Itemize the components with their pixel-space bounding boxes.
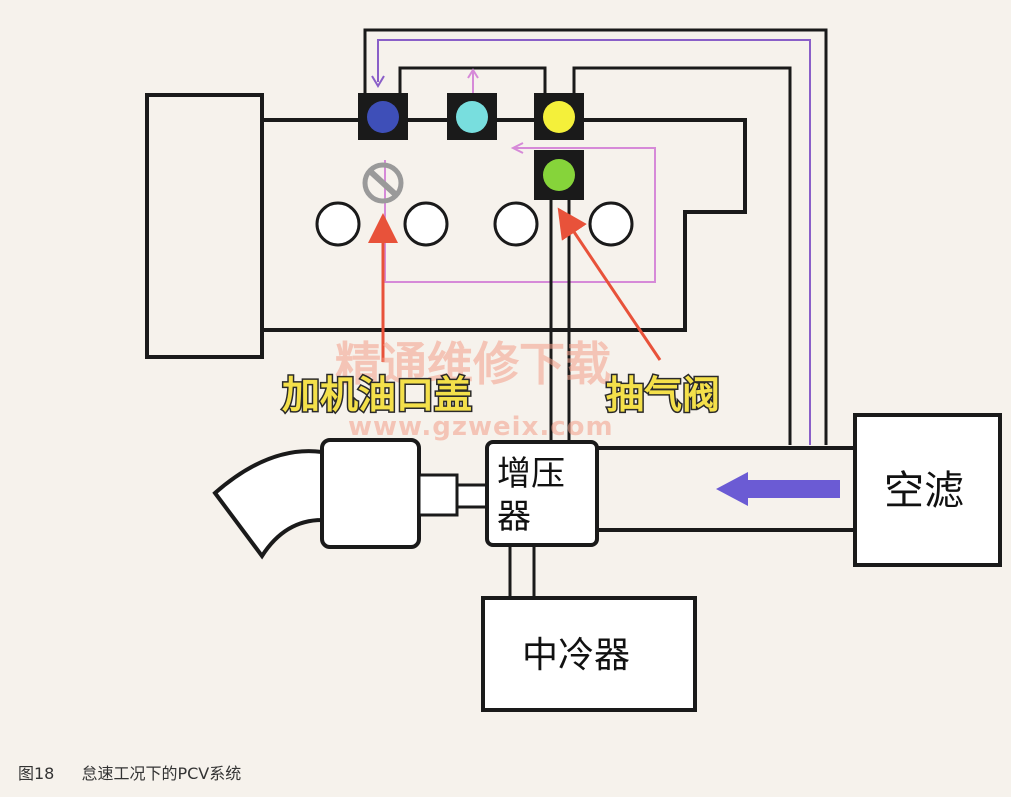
figure-title: 怠速工况下的PCV系统 bbox=[81, 764, 242, 783]
air-filter-box bbox=[853, 413, 1002, 567]
purple-flow-line bbox=[377, 39, 811, 445]
figure-number: 图18 bbox=[18, 764, 55, 783]
oil-cap-icon bbox=[362, 162, 404, 204]
exhaust-elbow bbox=[212, 449, 324, 560]
turbocharger-label-1: 增压 bbox=[497, 454, 565, 494]
valve-green bbox=[534, 150, 584, 200]
intercooler-pipe bbox=[508, 545, 536, 598]
pointer-purge-valve bbox=[557, 207, 662, 361]
return-pipe-right bbox=[572, 66, 792, 445]
cylinder-3 bbox=[493, 201, 539, 247]
pink-up-arrow bbox=[467, 68, 479, 95]
turbo-shaft-2 bbox=[455, 483, 489, 509]
pcv-diagram: 精通维修下载 www.gzweix.com 加机油口盖 抽气阀 增压 器 空滤 … bbox=[145, 28, 1002, 712]
pink-flow-arrowhead bbox=[510, 142, 524, 154]
watermark-text: 精通维修下载 bbox=[335, 337, 611, 391]
engine-block-body bbox=[262, 118, 747, 332]
intake-flow-arrow bbox=[716, 472, 840, 506]
cylinder-4 bbox=[588, 201, 634, 247]
exhaust-box bbox=[320, 438, 421, 549]
turbo-shaft bbox=[417, 473, 459, 517]
oil-cap-label: 加机油口盖 bbox=[282, 373, 472, 417]
purple-flow-arrowhead bbox=[371, 75, 385, 88]
intercooler-label: 中冷器 bbox=[522, 635, 630, 676]
air-filter-label: 空滤 bbox=[884, 468, 964, 514]
return-pipe-inner bbox=[398, 66, 547, 95]
cylinder-1 bbox=[315, 201, 361, 247]
figure-caption: 图18 怠速工况下的PCV系统 bbox=[18, 760, 241, 784]
watermark-url: www.gzweix.com bbox=[348, 412, 614, 442]
turbocharger-box bbox=[485, 440, 599, 547]
intercooler-box bbox=[481, 596, 697, 712]
turbocharger-label-2: 器 bbox=[497, 497, 531, 537]
purge-valve-label: 抽气阀 bbox=[606, 373, 720, 417]
valve-blue bbox=[358, 93, 408, 140]
return-pipe-outer bbox=[363, 28, 828, 445]
purge-pipe bbox=[549, 200, 571, 445]
cylinder-2 bbox=[403, 201, 449, 247]
engine-block-left bbox=[145, 93, 264, 359]
valve-yellow bbox=[534, 93, 584, 140]
valve-cyan bbox=[447, 93, 497, 140]
